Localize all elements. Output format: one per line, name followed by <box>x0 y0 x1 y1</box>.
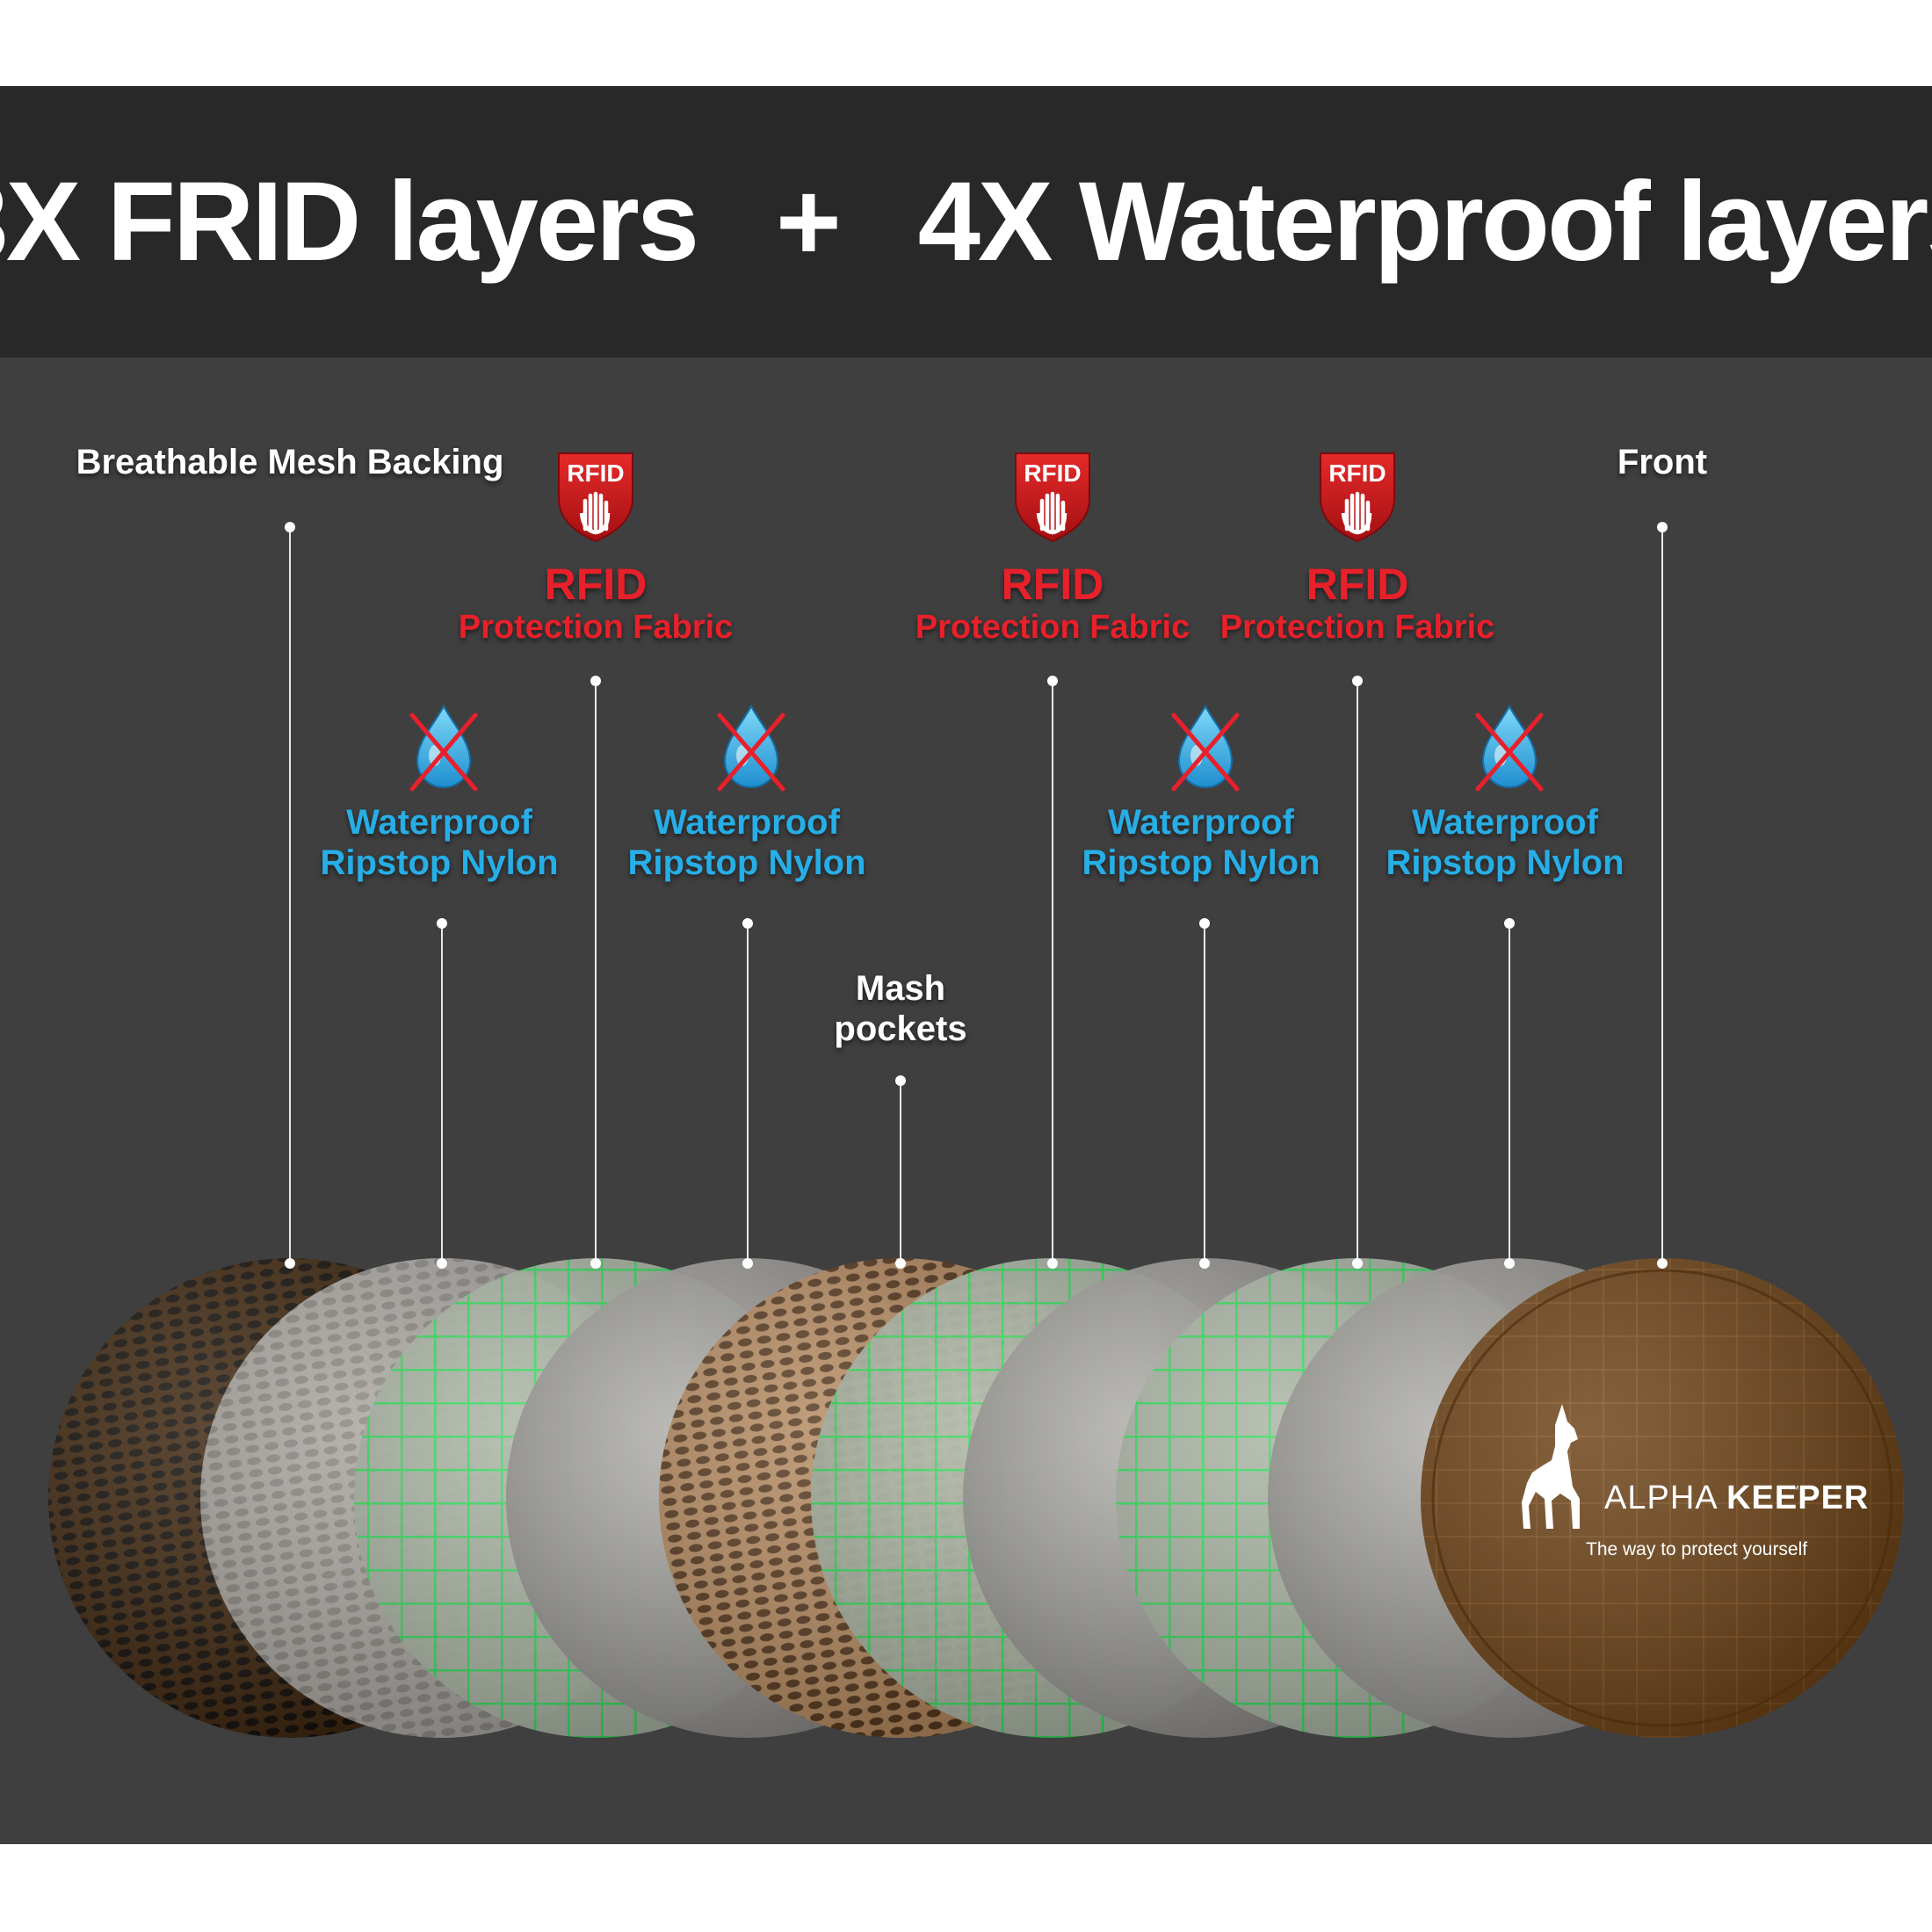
leader-dot <box>1199 1258 1210 1269</box>
leader-dot <box>437 1258 447 1269</box>
leader-dot <box>895 1258 906 1269</box>
brand-trademark: ™ <box>1789 1483 1799 1495</box>
rfid-subtitle-2: Protection Fabric <box>915 609 1190 646</box>
leader-dot <box>1047 676 1058 686</box>
rfid-label-3: RFID Protection Fabric <box>1220 561 1495 647</box>
leader-dot <box>742 918 753 929</box>
leader-dot <box>1504 918 1515 929</box>
leader-dot <box>437 918 447 929</box>
leader-dot <box>1657 1258 1668 1269</box>
waterproof-line2-2: Ripstop Nylon <box>627 843 866 882</box>
leader-lines <box>285 522 1668 1269</box>
water-drop-crossed-icon <box>717 704 785 792</box>
waterproof-line2-3: Ripstop Nylon <box>1082 843 1321 882</box>
rfid-title-3: RFID <box>1306 560 1409 609</box>
label-mash-pockets: Mash pockets <box>834 968 966 1049</box>
rfid-label-1: RFID Protection Fabric <box>459 561 734 647</box>
rfid-shield-icon: RFID <box>1320 452 1395 543</box>
leader-dot <box>1199 918 1210 929</box>
waterproof-line1-2: Waterproof <box>654 803 840 842</box>
front-disc-shading <box>1421 1258 1904 1738</box>
rfid-title-1: RFID <box>544 560 648 609</box>
water-drop-crossed-icon <box>1171 704 1240 792</box>
waterproof-line1-4: Waterproof <box>1412 803 1598 842</box>
label-mash-line1: Mash <box>855 969 946 1008</box>
waterproof-label-4: Waterproof Ripstop Nylon <box>1386 802 1624 883</box>
waterproof-label-2: Waterproof Ripstop Nylon <box>627 802 865 883</box>
header-banner <box>0 86 1932 358</box>
leader-dot <box>1047 1258 1058 1269</box>
leader-dot <box>742 1258 753 1269</box>
headline-rfid: 3X FRID layers <box>0 159 699 285</box>
brand-name: ALPHA KEEPER <box>1604 1480 1869 1517</box>
leader-dot <box>895 1075 906 1086</box>
rfid-badge-text: RFID <box>1024 459 1081 487</box>
dog-logo-icon <box>1522 1404 1580 1529</box>
leader-dot <box>1352 1258 1363 1269</box>
leader-dot <box>285 1258 295 1269</box>
leader-dot <box>590 676 601 686</box>
front-disc <box>1421 1258 1904 1738</box>
front-disc-rim <box>1431 1269 1893 1727</box>
rfid-title-2: RFID <box>1001 560 1104 609</box>
water-drop-crossed-icon <box>409 704 478 792</box>
rfid-badge-text: RFID <box>567 459 624 487</box>
label-mash-line2: pockets <box>834 1009 967 1048</box>
rfid-subtitle-1: Protection Fabric <box>458 609 734 646</box>
brand-name-bold: KEEPER <box>1726 1480 1870 1516</box>
rfid-shield-icon: RFID <box>558 452 633 543</box>
rfid-subtitle-3: Protection Fabric <box>1219 609 1495 646</box>
label-mesh-backing: Breathable Mesh Backing <box>76 443 504 481</box>
leader-dot <box>1352 676 1363 686</box>
leader-dot <box>285 522 295 532</box>
leader-dot <box>1504 1258 1515 1269</box>
headline-waterproof: 4X Waterproof layers <box>917 159 1932 285</box>
waterproof-label-3: Waterproof Ripstop Nylon <box>1082 802 1320 883</box>
waterproof-line2-4: Ripstop Nylon <box>1386 843 1624 882</box>
waterproof-line1-1: Waterproof <box>346 803 532 842</box>
fabric-discs <box>48 1258 1904 1738</box>
rfid-shield-icon: RFID <box>1015 452 1090 543</box>
waterproof-label-1: Waterproof Ripstop Nylon <box>320 802 558 883</box>
rfid-badge-text: RFID <box>1328 459 1386 487</box>
label-front: Front <box>1617 443 1708 481</box>
water-drop-crossed-icon <box>1475 704 1544 792</box>
leader-dot <box>590 1258 601 1269</box>
leader-dot <box>1657 522 1668 532</box>
headline-plus: + <box>776 159 842 285</box>
rfid-label-2: RFID Protection Fabric <box>915 561 1190 647</box>
headline: 3X FRID layers + 4X Waterproof layers <box>0 86 1932 358</box>
waterproof-line1-3: Waterproof <box>1108 803 1294 842</box>
waterproof-line2-1: Ripstop Nylon <box>320 843 559 882</box>
brand-tagline: The way to protect yourself <box>1586 1539 1808 1559</box>
brand-name-light: ALPHA <box>1604 1480 1717 1516</box>
